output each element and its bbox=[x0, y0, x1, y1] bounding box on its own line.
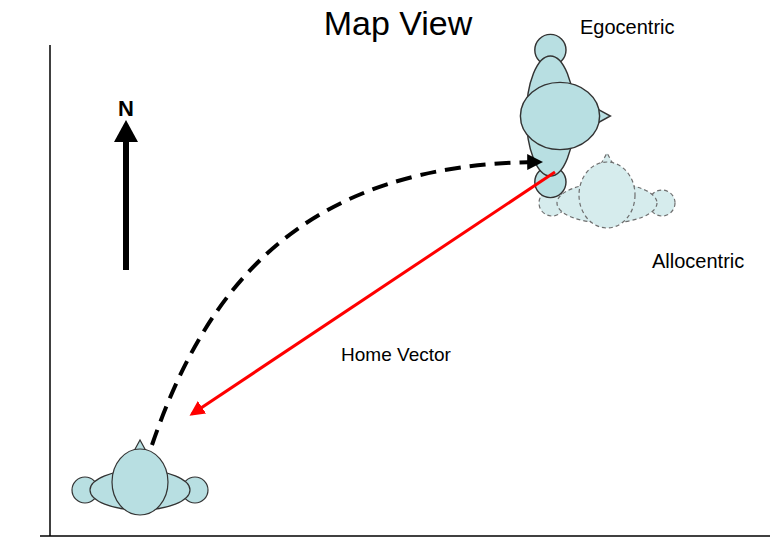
person-start bbox=[72, 440, 208, 515]
compass-letter: N bbox=[118, 96, 134, 121]
person-egocentric bbox=[520, 34, 610, 197]
frame-axis bbox=[49, 45, 51, 536]
vector-label: Home Vector bbox=[341, 344, 451, 366]
north-arrowhead bbox=[114, 120, 138, 142]
home-vector-arrow bbox=[192, 172, 555, 414]
diagram-title: Map View bbox=[324, 4, 473, 43]
figure-label: Egocentric bbox=[580, 16, 675, 39]
frame-axis bbox=[40, 535, 770, 537]
figure-label: Allocentric bbox=[652, 250, 744, 273]
north-arrow bbox=[123, 140, 129, 270]
